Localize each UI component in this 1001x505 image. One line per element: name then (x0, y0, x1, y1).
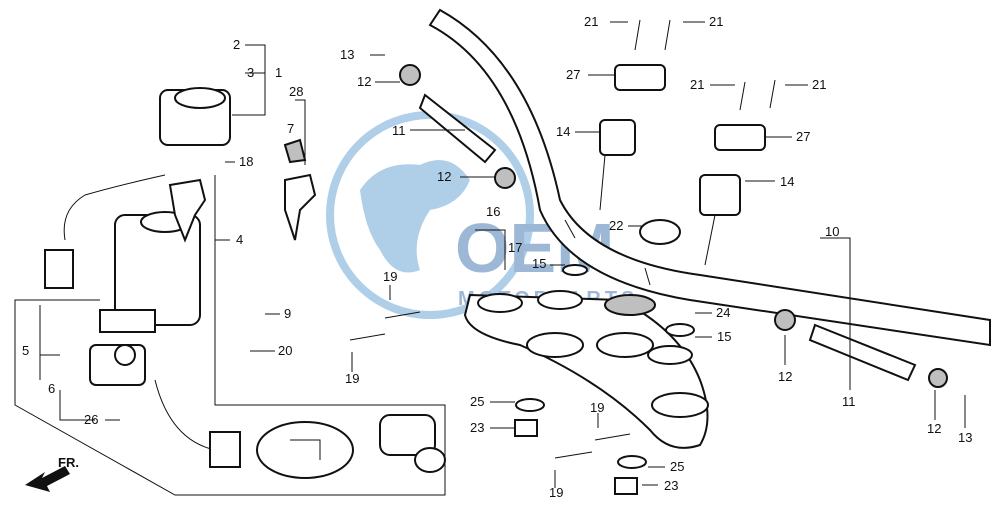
callout-c9: 9 (284, 306, 291, 321)
callout-c26: 26 (84, 412, 98, 427)
top-bridge (463, 293, 709, 449)
callout-c25a: 25 (470, 394, 484, 409)
handlebar (428, 8, 991, 347)
callout-c20: 20 (278, 343, 292, 358)
callout-c12b: 12 (437, 169, 451, 184)
callout-c19a: 19 (383, 269, 397, 284)
callout-c27b: 27 (796, 129, 810, 144)
callout-c23a: 23 (470, 420, 484, 435)
key-1 (168, 178, 207, 243)
callout-c17: 17 (508, 240, 522, 255)
callout-c3: 3 (247, 65, 254, 80)
callout-c21c: 21 (690, 77, 704, 92)
leader-lines (59, 21, 966, 488)
callout-c15a: 15 (532, 256, 546, 271)
callout-c21a: 21 (584, 14, 598, 29)
watermark-globe-land (360, 160, 470, 273)
callout-c27a: 27 (566, 67, 580, 82)
front-label: FR. (58, 455, 79, 470)
callout-c4: 4 (236, 232, 243, 247)
callout-c28: 28 (289, 84, 303, 99)
callout-c18: 18 (239, 154, 253, 169)
callout-c12a: 12 (357, 74, 371, 89)
callout-c19d: 19 (549, 485, 563, 500)
callout-c19c: 19 (590, 400, 604, 415)
callout-c16: 16 (486, 204, 500, 219)
callout-c5: 5 (22, 343, 29, 358)
callout-c13b: 13 (958, 430, 972, 445)
set-outline (14, 175, 446, 496)
callout-c21b: 21 (709, 14, 723, 29)
seat-lock (379, 414, 436, 456)
front-arrow-icon (25, 466, 70, 492)
callout-c22: 22 (609, 218, 623, 233)
callout-c21d: 21 (812, 77, 826, 92)
callout-c15b: 15 (717, 329, 731, 344)
holder-lower-2 (699, 174, 741, 216)
callout-c25b: 25 (670, 459, 684, 474)
callout-c23b: 23 (664, 478, 678, 493)
holder-upper-1 (614, 64, 666, 91)
stem-nut (639, 219, 681, 245)
front-direction-marker: FR. (25, 455, 79, 492)
key-blank (283, 138, 307, 164)
fuel-cap (256, 421, 354, 479)
callout-c13a: 13 (340, 47, 354, 62)
holder-upper-2 (714, 124, 766, 151)
connector-bottom (209, 431, 241, 468)
key-2 (284, 173, 317, 241)
weight-bar-right (808, 323, 917, 382)
callout-c19b: 19 (345, 371, 359, 386)
callout-c6: 6 (48, 381, 55, 396)
callout-c12d: 12 (927, 421, 941, 436)
callout-c7: 7 (287, 121, 294, 136)
holder-lower-1 (599, 119, 636, 156)
callout-c12c: 12 (778, 369, 792, 384)
callout-labels: 1234567910111112121212131314141515161718… (22, 14, 972, 500)
callout-c2: 2 (233, 37, 240, 52)
lock-set-frame (14, 175, 446, 496)
callout-c14a: 14 (556, 124, 570, 139)
callout-c1: 1 (275, 65, 282, 80)
callout-c11a: 11 (392, 123, 406, 138)
connector-left (44, 249, 74, 289)
callout-c24: 24 (716, 305, 730, 320)
callout-c11b: 11 (842, 394, 856, 409)
weight-bar-left (418, 93, 497, 164)
callout-c10: 10 (825, 224, 839, 239)
callout-c14b: 14 (780, 174, 794, 189)
